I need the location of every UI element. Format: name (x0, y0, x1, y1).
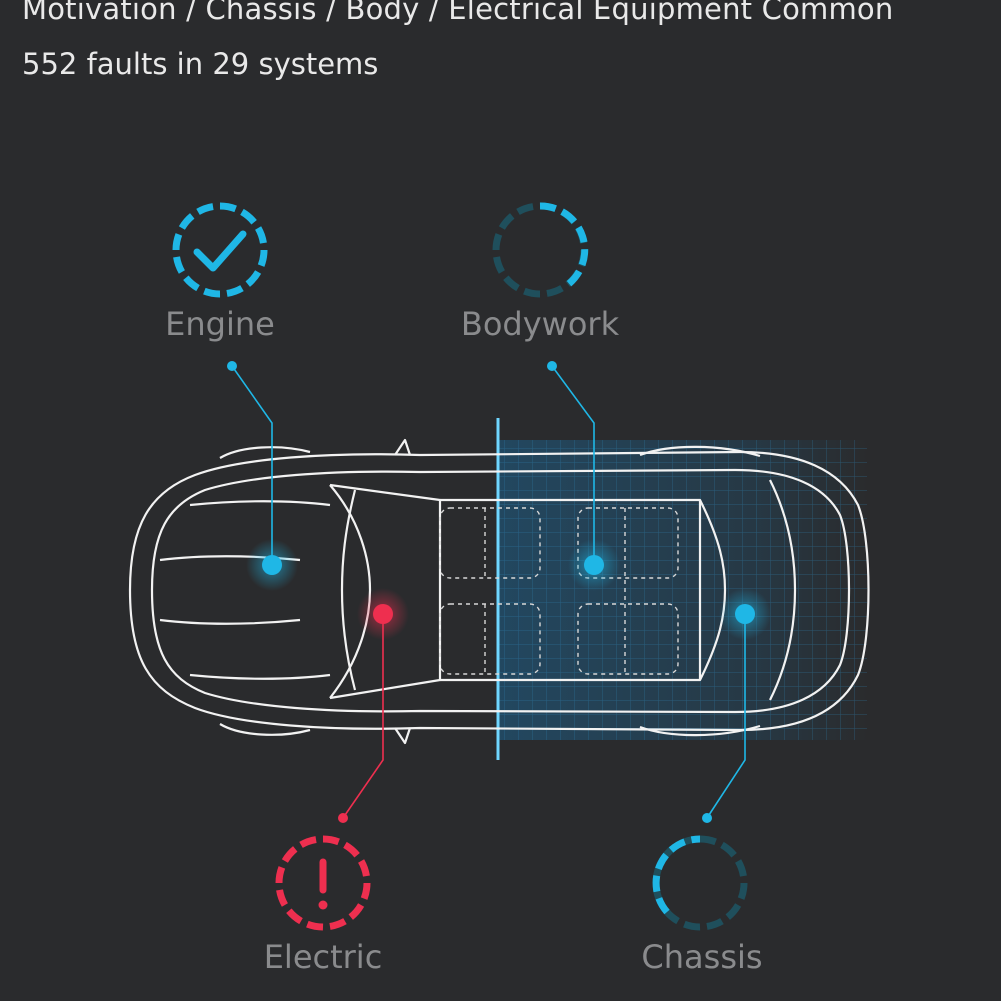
electric-connector-dot (338, 813, 348, 823)
exclamation-icon[interactable] (275, 835, 371, 931)
car-seats (439, 507, 679, 675)
chassis-connector-dot (702, 813, 712, 823)
engine-connector (231, 365, 273, 565)
electric-connector (342, 618, 384, 819)
bodywork-label: Bodywork (460, 305, 620, 343)
page-title: Motivation / Chassis / Body / Electrical… (22, 0, 894, 26)
engine-hotspot[interactable] (246, 539, 298, 591)
progress-ring-icon[interactable] (652, 835, 748, 931)
checkmark-icon[interactable] (172, 202, 268, 298)
electric-hotspot[interactable] (357, 588, 409, 640)
car-outline (128, 438, 870, 745)
scan-overlay (496, 418, 867, 760)
fault-summary: 552 faults in 29 systems (22, 47, 379, 81)
bodywork-connector (551, 365, 595, 565)
bodywork-connector-dot (547, 361, 557, 371)
electric-label: Electric (263, 938, 383, 976)
chassis-connector (706, 617, 746, 819)
chassis-hotspot[interactable] (719, 588, 771, 640)
engine-label: Engine (165, 305, 275, 343)
chassis-label: Chassis (641, 938, 763, 976)
engine-connector-dot (227, 361, 237, 371)
progress-ring-icon[interactable] (492, 202, 589, 298)
bodywork-hotspot[interactable] (568, 539, 620, 591)
